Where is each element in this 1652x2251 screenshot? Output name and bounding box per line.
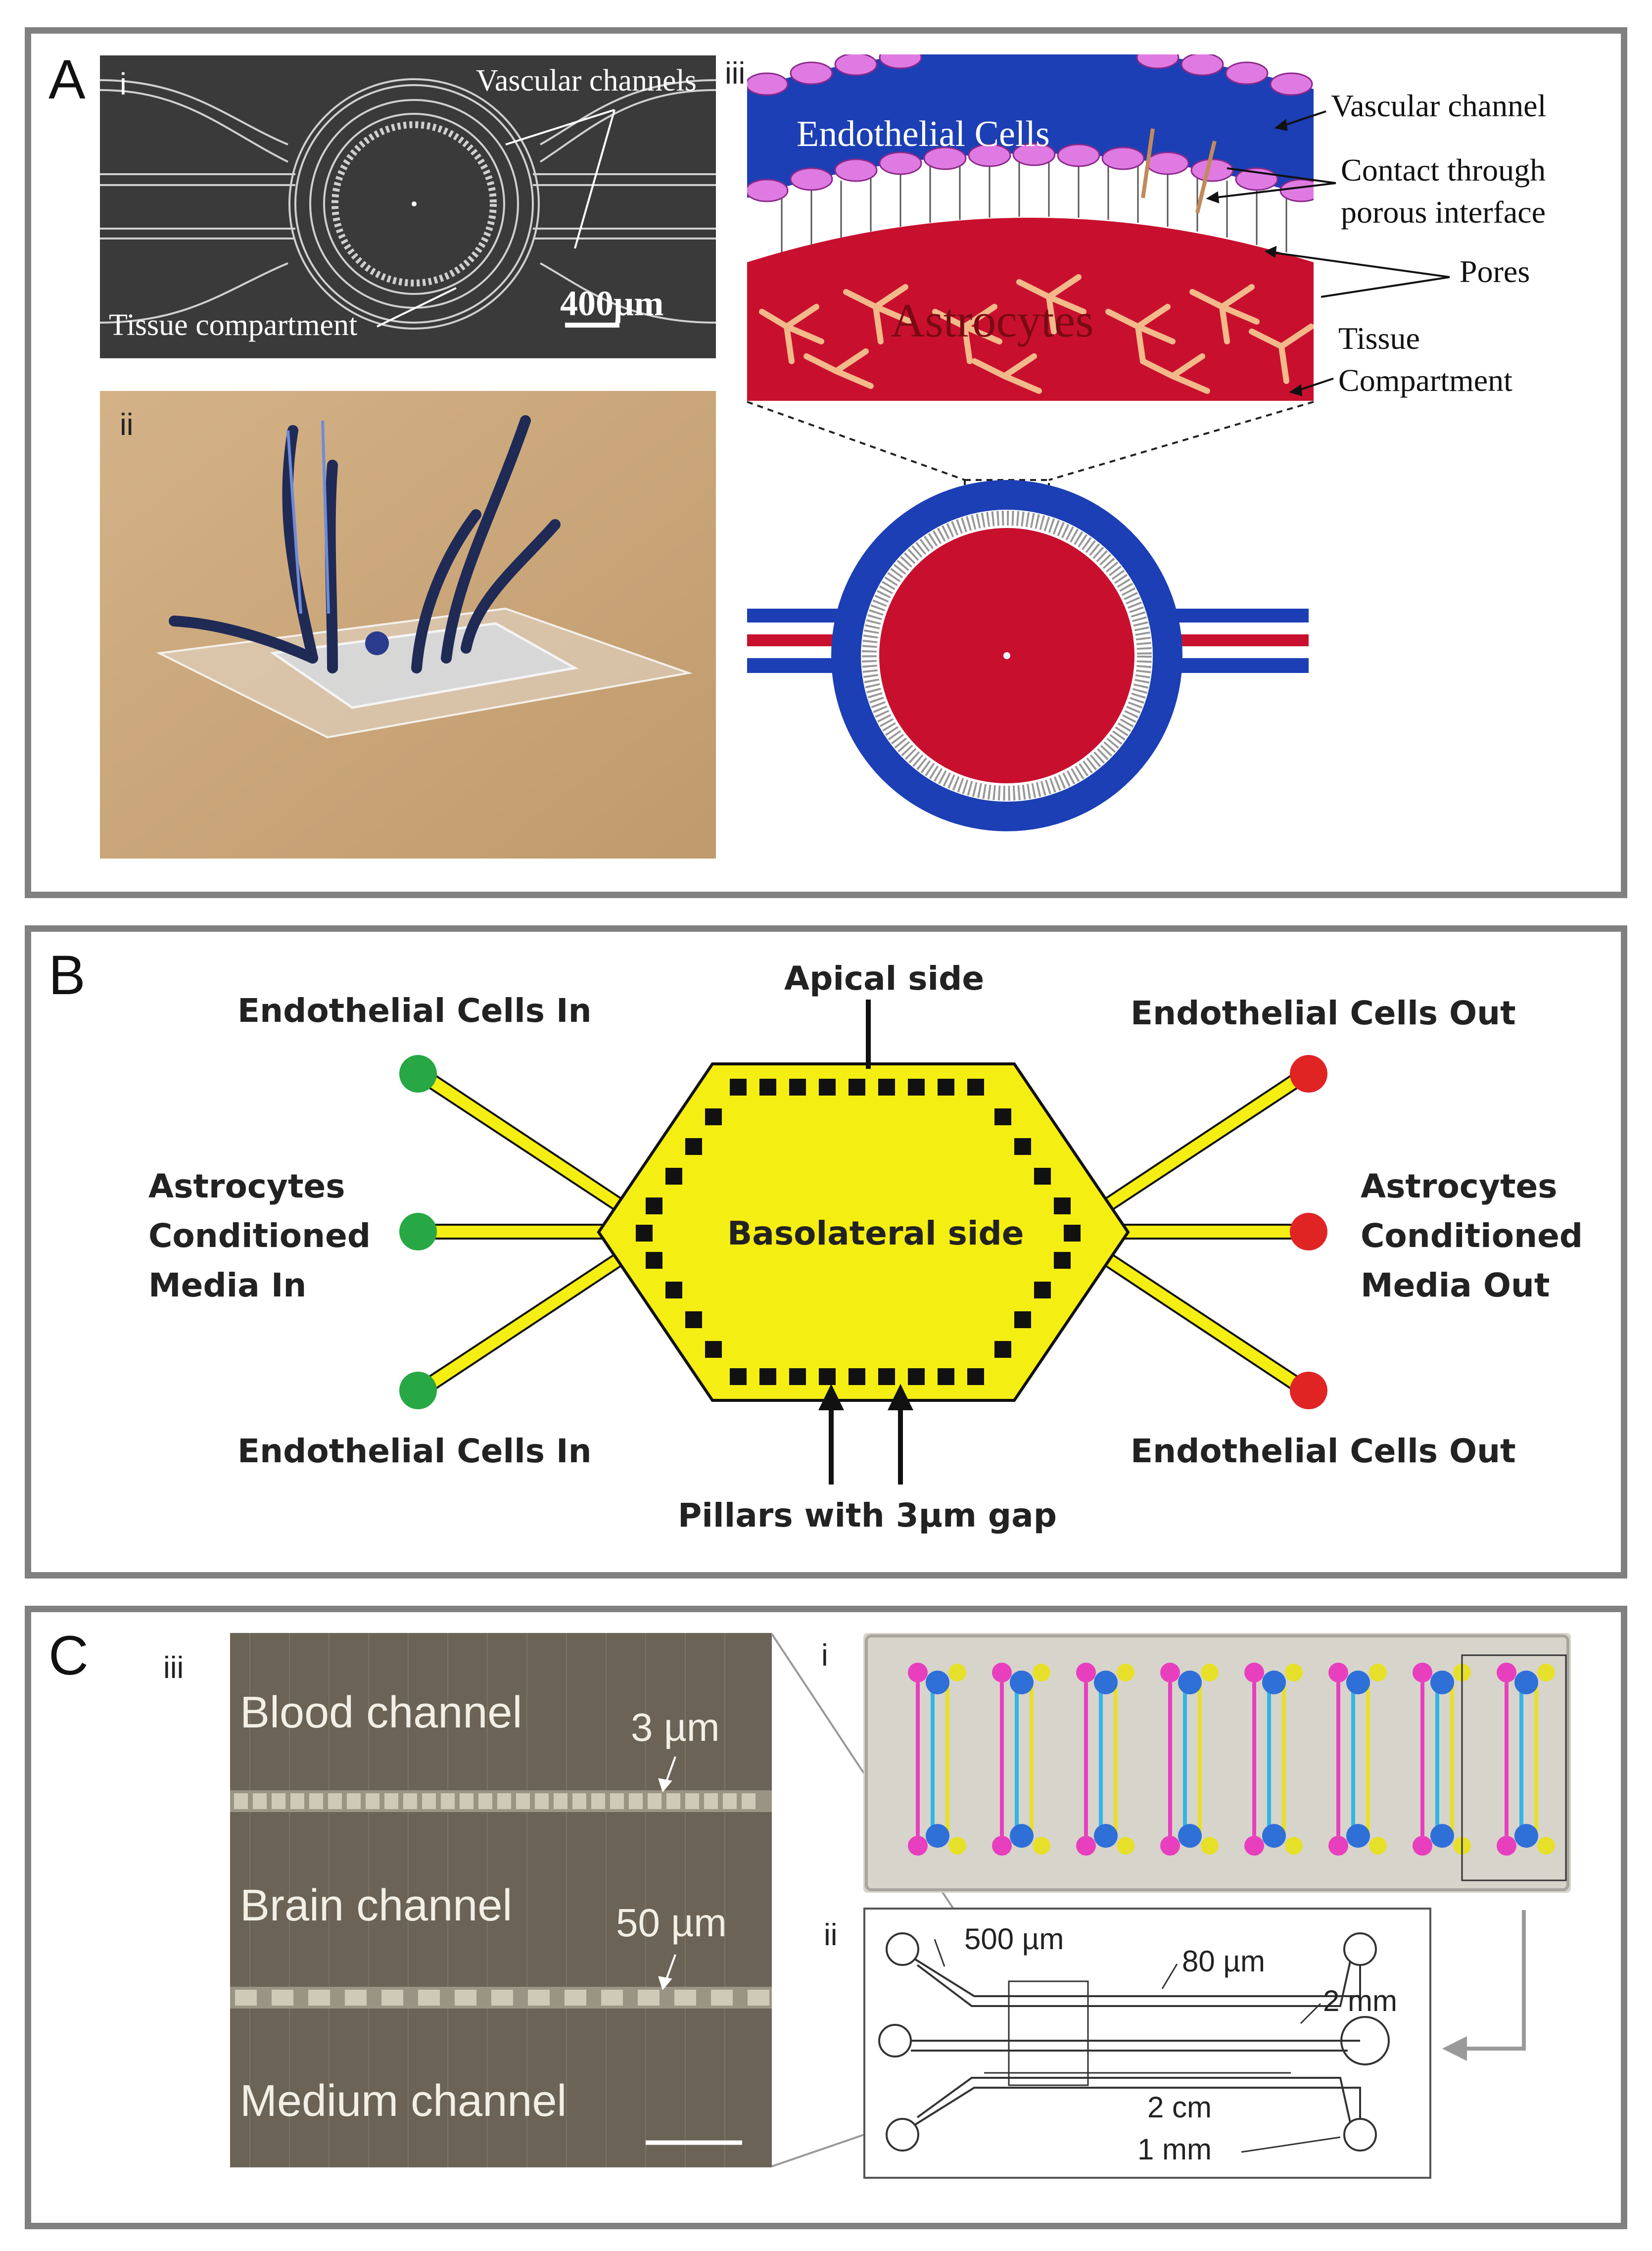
sub-label-c-iii: iii — [163, 1651, 184, 1685]
label-tissue-line1: Tissue — [1338, 321, 1420, 356]
label-endo-in-top: Endothelial Cells In — [237, 992, 592, 1030]
label-contact-line1: Contact through — [1341, 152, 1546, 188]
device-photo-c-svg — [863, 1633, 1571, 1893]
sub-label-c-ii: ii — [824, 1918, 838, 1952]
inlet-port-middle — [399, 1213, 437, 1250]
basolateral-chamber — [597, 1062, 1130, 1402]
label-endo-in-bottom: Endothelial Cells In — [237, 1432, 592, 1470]
label-scale-400um: 400µm — [560, 284, 664, 323]
channel-micrograph: Blood channel Brain channel Medium chann… — [230, 1633, 772, 2167]
label-2cm: 2 cm — [1147, 2091, 1212, 2124]
label-astro-in-3: Media In — [148, 1266, 306, 1304]
label-brain-channel: Brain channel — [240, 1881, 513, 1930]
sub-label-c-i: i — [821, 1638, 828, 1673]
label-endothelial-cells: Endothelial Cells — [797, 114, 1050, 154]
label-vascular-channels: Vascular channels — [476, 64, 697, 97]
label-astro-out-1: Astrocytes — [1361, 1167, 1558, 1205]
sub-label-a-iii: iii — [725, 56, 746, 91]
micrograph-vascular-channels: i Vascular channels Tissue compartment 4… — [99, 55, 716, 358]
sub-label-a-i: i — [120, 67, 127, 101]
schematic-vascular-tissue: Endothelial Cells Astrocytes Vascular ch… — [747, 54, 1546, 831]
label-apical-side: Apical side — [784, 959, 984, 998]
micrograph-svg — [99, 78, 716, 330]
label-80um: 80 µm — [1182, 1945, 1265, 1978]
inlet-port-top — [399, 1055, 437, 1093]
sub-label-a-ii: ii — [120, 408, 134, 442]
label-contact-line2: porous interface — [1341, 194, 1546, 230]
technical-drawing-svg: 500 µm 80 µm 2 mm 2 cm 1 mm — [878, 1922, 1397, 2166]
outlet-port-top — [1290, 1055, 1327, 1093]
label-500um: 500 µm — [964, 1922, 1064, 1956]
outlet-port-bottom — [1290, 1372, 1327, 1409]
label-astrocytes: Astrocytes — [891, 294, 1094, 347]
label-tissue-line2: Compartment — [1338, 363, 1512, 398]
label-tissue-compartment: Tissue compartment — [109, 308, 358, 342]
label-endo-out-top: Endothelial Cells Out — [1131, 994, 1516, 1032]
channel-micrograph-svg — [230, 1633, 772, 2167]
device-photo-c — [863, 1633, 1571, 1893]
label-endo-out-bottom: Endothelial Cells Out — [1131, 1432, 1516, 1470]
inlet-port-bottom — [399, 1372, 437, 1409]
label-2mm: 2 mm — [1323, 1984, 1397, 2017]
chip-diagram-b: Apical side Basolateral side Endothelial… — [148, 959, 1583, 1534]
pillars — [636, 1079, 1081, 1385]
label-vascular-channel: Vascular channel — [1331, 88, 1546, 123]
outlet-port-middle — [1290, 1213, 1327, 1250]
technical-drawing: 500 µm 80 µm 2 mm 2 cm 1 mm — [863, 1908, 1431, 2179]
panel-c-label: C — [48, 1625, 89, 1686]
label-gap-50um: 50 µm — [616, 1901, 727, 1945]
device-photo-svg — [100, 391, 716, 859]
label-astro-out-2: Conditioned — [1361, 1217, 1583, 1255]
device-schematic-circle — [747, 480, 1309, 831]
label-astro-out-3: Media Out — [1361, 1266, 1550, 1304]
label-1mm: 1 mm — [1137, 2133, 1212, 2166]
label-astro-in-1: Astrocytes — [148, 1167, 345, 1205]
label-pores: Pores — [1460, 254, 1530, 289]
label-blood-channel: Blood channel — [240, 1688, 522, 1737]
label-gap-3um: 3 µm — [631, 1705, 720, 1749]
label-astro-in-2: Conditioned — [148, 1217, 371, 1255]
panel-b-label: B — [48, 944, 86, 1006]
panel-a-label: A — [48, 48, 86, 110]
device-photo: ii — [100, 391, 716, 859]
zoom-inset — [747, 54, 1314, 401]
label-pillars: Pillars with 3µm gap — [678, 1496, 1057, 1534]
label-basolateral-side: Basolateral side — [727, 1214, 1024, 1252]
label-medium-channel: Medium channel — [240, 2076, 567, 2126]
